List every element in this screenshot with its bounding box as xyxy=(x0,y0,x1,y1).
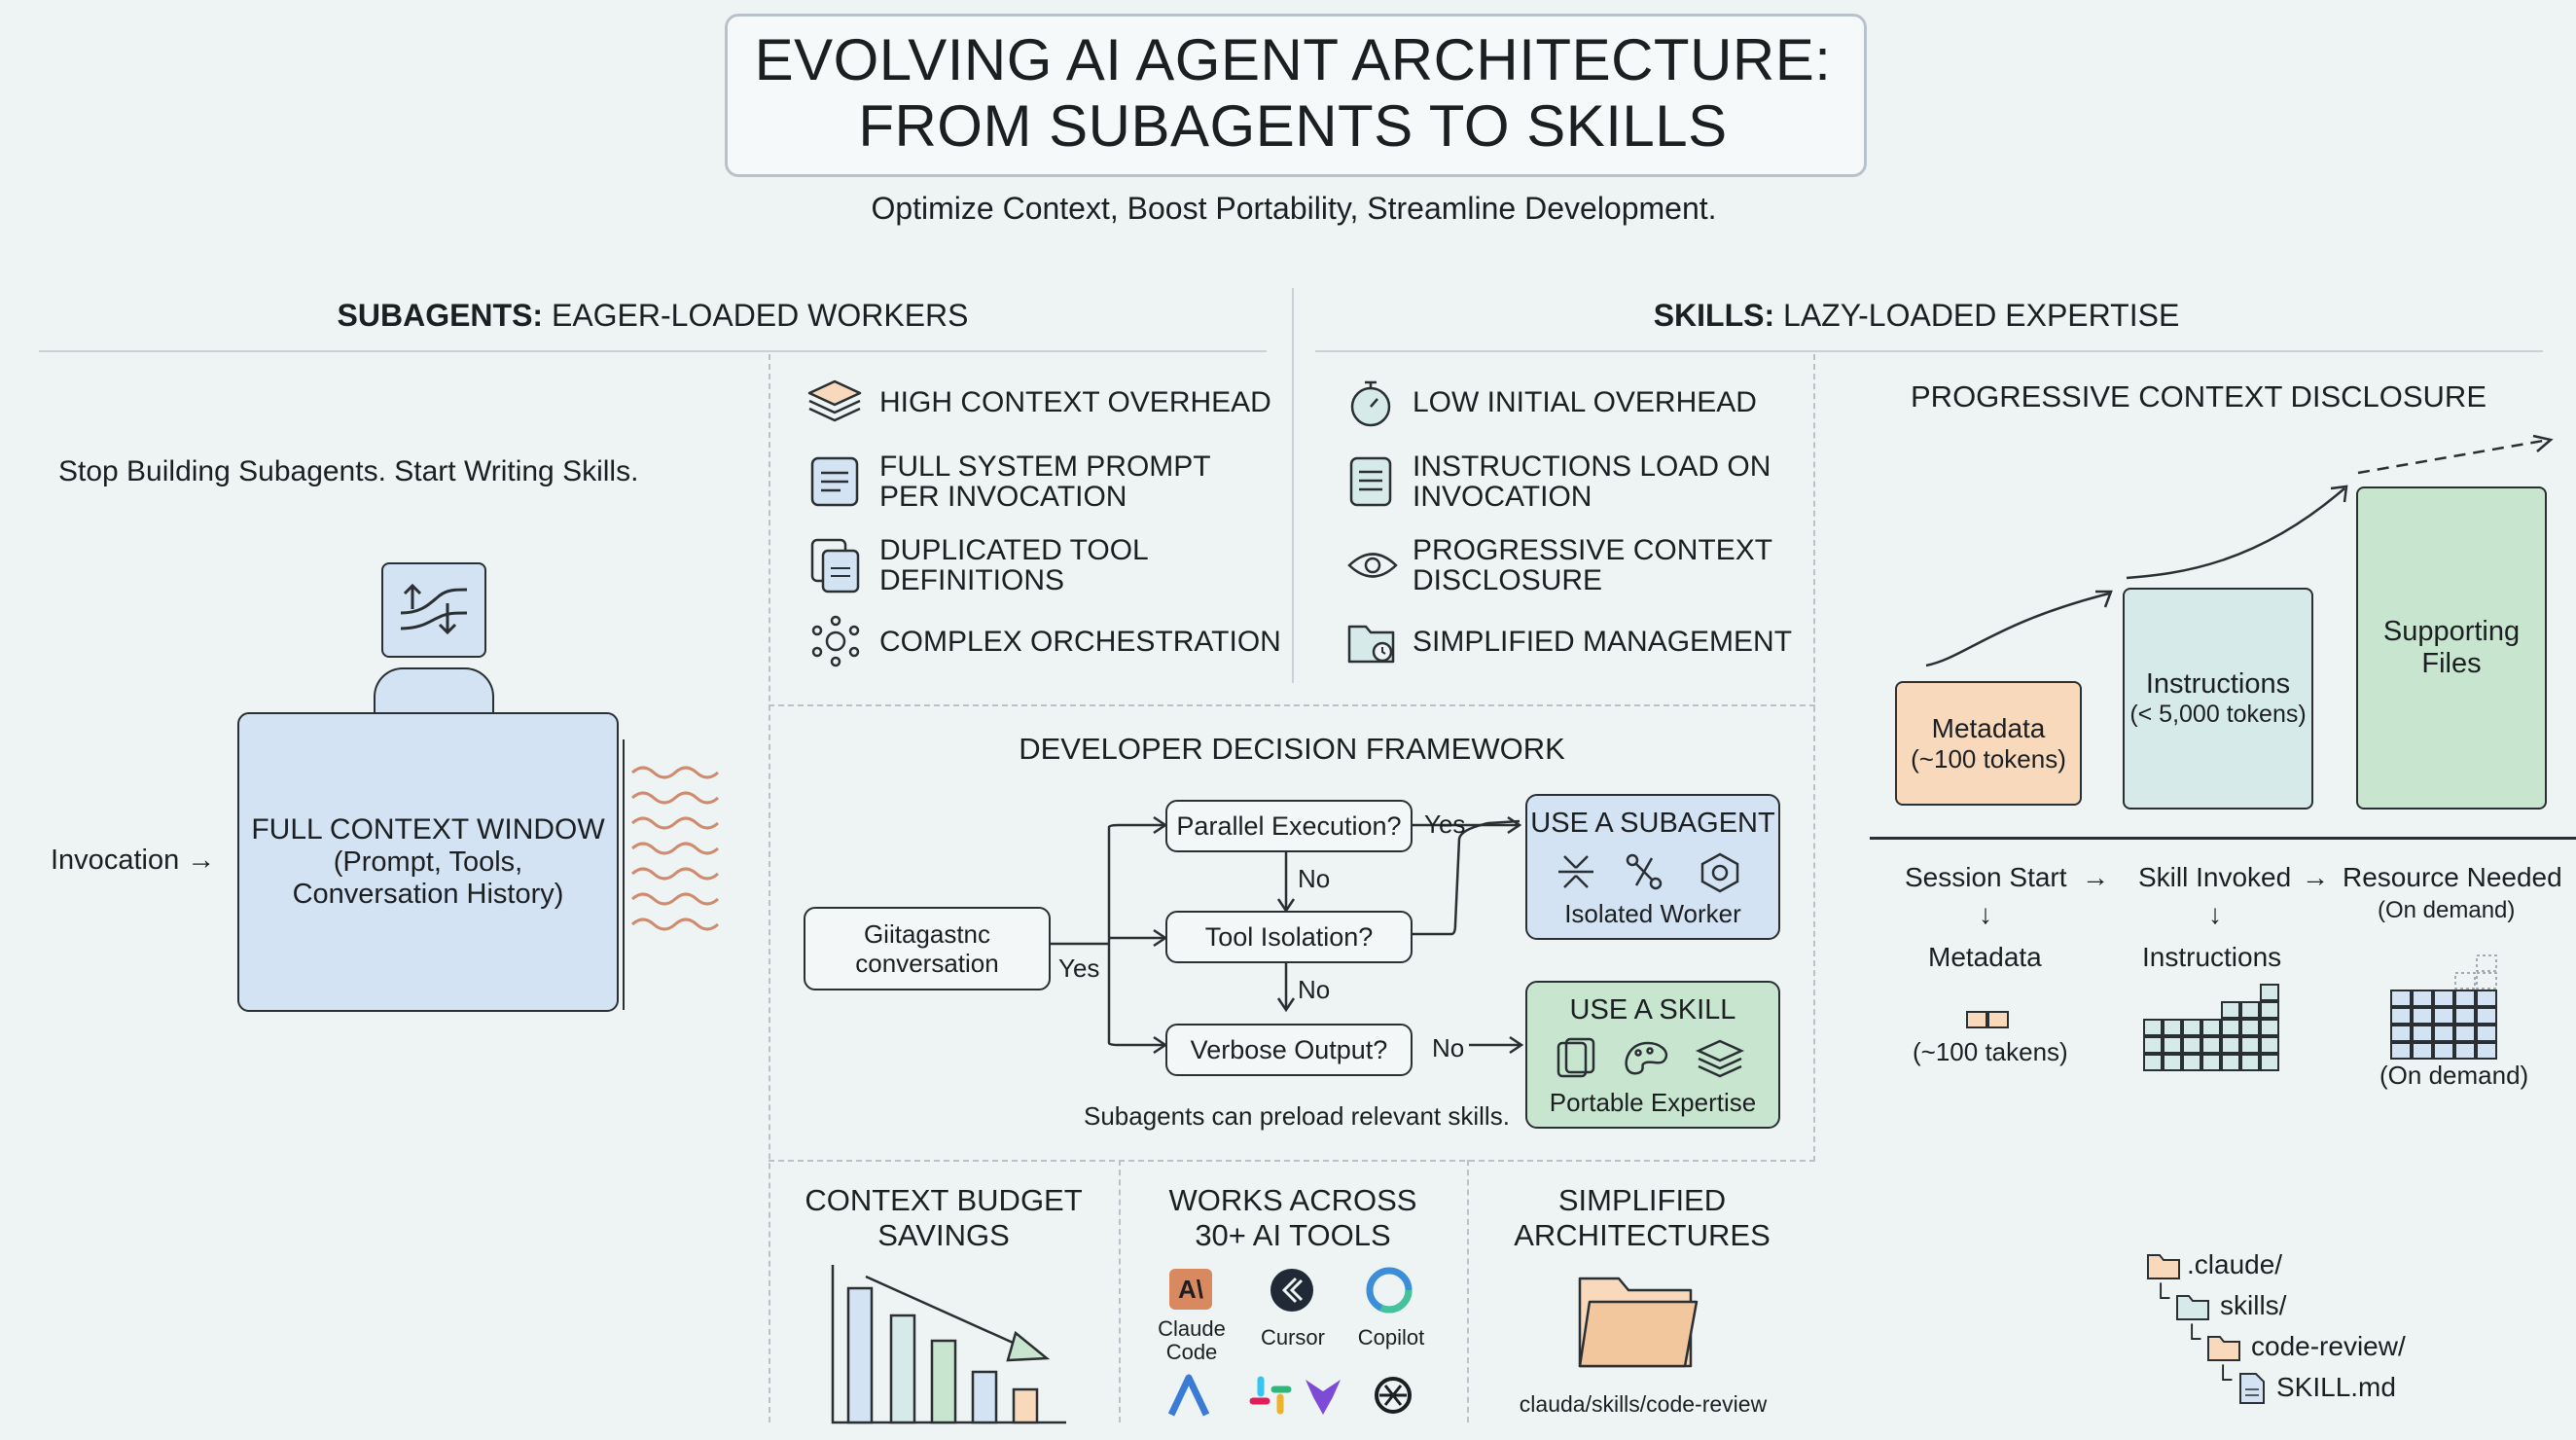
pro-item: LOW INITIAL OVERHEAD xyxy=(1413,386,1757,418)
stopwatch-icon xyxy=(1350,380,1391,427)
cursor-logo xyxy=(1270,1269,1313,1312)
flow-connectors xyxy=(1051,815,1524,1055)
network-icon xyxy=(811,615,860,667)
down-arrow: ↓ xyxy=(2208,899,2222,929)
subagents-tagline: Stop Building Subagents. Start Writing S… xyxy=(58,455,639,487)
instructions-label: Instructions xyxy=(2142,942,2282,972)
context-edge xyxy=(623,739,625,1010)
instructions-box: Instructions (< 5,000 tokens) xyxy=(2123,588,2313,810)
folder-clock-icon xyxy=(1347,625,1395,664)
metadata-label: Metadata xyxy=(1928,942,2042,972)
on-demand-label: (On demand) xyxy=(2378,897,2516,923)
timeline-axis xyxy=(1870,837,2576,840)
pro-item: PROGRESSIVE CONTEXT DISCLOSURE xyxy=(1413,534,1772,596)
pro-item: SIMPLIFIED MANAGEMENT xyxy=(1413,626,1793,658)
verbose-wave-icon xyxy=(630,766,720,931)
metadata-tokens-label: (~100 takens) xyxy=(1913,1037,2068,1066)
folder-icon xyxy=(1578,1277,1699,1368)
duplicate-icon xyxy=(810,538,860,594)
claude-code-logo: A\ xyxy=(1169,1269,1212,1310)
skill-invoked-label: Skill Invoked xyxy=(2138,862,2292,892)
tree-item: code-review/ xyxy=(2251,1331,2406,1361)
document-icon xyxy=(1349,456,1392,507)
budget-savings-chart xyxy=(831,1265,1066,1424)
con-item: DUPLICATED TOOL DEFINITIONS xyxy=(879,534,1148,596)
folder-icon xyxy=(2207,1336,2240,1361)
timeline-arrow: → xyxy=(2302,862,2329,892)
no-label: No xyxy=(1298,864,1331,893)
tool-label: Claude Code xyxy=(1158,1316,1226,1364)
no-label: No xyxy=(1298,975,1331,1004)
down-arrow: ↓ xyxy=(1979,899,1992,929)
dashed-divider xyxy=(769,704,1815,706)
con-item: HIGH CONTEXT OVERHEAD xyxy=(879,386,1271,418)
tree-branch: └ xyxy=(2183,1323,2201,1352)
progressive-title: PROGRESSIVE CONTEXT DISCLOSURE xyxy=(1911,379,2487,414)
supporting-files-box: Supporting Files xyxy=(2356,486,2547,810)
dashed-divider xyxy=(1467,1160,1469,1422)
framework-title: DEVELOPER DECISION FRAMEWORK xyxy=(1019,732,1565,766)
tree-item: .claude/ xyxy=(2187,1249,2283,1279)
tool-label: Cursor xyxy=(1260,1325,1325,1350)
full-context-window: FULL CONTEXT WINDOW (Prompt, Tools, Conv… xyxy=(237,712,619,1012)
instruction-blocks xyxy=(2143,984,2279,1071)
metadata-blocks xyxy=(1966,1011,2009,1028)
invocation-label: Invocation → xyxy=(51,845,216,876)
skill-icons xyxy=(1556,1037,1745,1078)
tools-title: WORKS ACROSS 30+ AI TOOLS xyxy=(1168,1183,1417,1252)
dashed-divider xyxy=(769,1160,1815,1162)
tree-branch: └ xyxy=(2152,1282,2170,1312)
use-subagent-box: USE A SUBAGENT Isolated Worker xyxy=(1525,794,1780,940)
dashed-divider xyxy=(769,354,770,1422)
eye-icon xyxy=(1347,553,1398,578)
architectures-title: SIMPLIFIED ARCHITECTURES xyxy=(1514,1183,1771,1252)
pro-item: INSTRUCTIONS LOAD ON INVOCATION xyxy=(1413,450,1771,513)
layers-icon xyxy=(807,379,862,422)
skills-path: clauda/skills/code-review xyxy=(1519,1391,1768,1417)
copilot-logo xyxy=(1366,1267,1413,1314)
agent-neck xyxy=(374,667,494,718)
use-skill-box: USE A SKILL Portable Expertise xyxy=(1525,981,1780,1129)
yes-label: Yes xyxy=(1058,954,1100,983)
divider xyxy=(39,350,1267,352)
on-demand-label: (On demand) xyxy=(2379,1061,2529,1090)
tool-label: Copilot xyxy=(1357,1325,1425,1350)
page-subtitle: Optimize Context, Boost Portability, Str… xyxy=(871,191,1717,226)
dashed-divider xyxy=(1813,354,1815,1162)
framework-note: Subagents can preload relevant skills. xyxy=(1084,1101,1510,1131)
metadata-box: Metadata (~100 tokens) xyxy=(1895,681,2082,806)
skills-heading: SKILLS: LAZY-LOADED EXPERTISE xyxy=(1653,298,2180,333)
agent-head xyxy=(381,562,486,658)
tree-branch: └ xyxy=(2214,1364,2233,1393)
verbose-output-node: Verbose Output? xyxy=(1165,1024,1413,1076)
resource-needed-label: Resource Needed xyxy=(2343,862,2562,892)
yes-label: Yes xyxy=(1424,810,1466,839)
document-icon xyxy=(810,456,859,507)
more-tools-logos xyxy=(1167,1374,1412,1417)
folder-icon xyxy=(2176,1295,2209,1320)
timeline-arrow: → xyxy=(2082,862,2109,892)
tool-isolation-node: Tool Isolation? xyxy=(1165,911,1413,963)
page-title: EVOLVING AI AGENT ARCHITECTURE: FROM SUB… xyxy=(754,27,1832,159)
dashed-divider xyxy=(1119,1160,1121,1422)
no-label: No xyxy=(1432,1033,1465,1062)
con-item: COMPLEX ORCHESTRATION xyxy=(879,626,1281,658)
session-start-label: Session Start xyxy=(1905,862,2067,892)
parallel-execution-node: Parallel Execution? xyxy=(1165,800,1413,852)
tree-item: SKILL.md xyxy=(2276,1372,2396,1402)
title-frame xyxy=(725,14,1867,177)
divider xyxy=(1315,350,2543,352)
resource-blocks xyxy=(2390,954,2497,1060)
con-item: FULL SYSTEM PROMPT PER INVOCATION xyxy=(879,450,1211,513)
swap-arrows-icon xyxy=(400,583,468,635)
tree-item: skills/ xyxy=(2220,1290,2287,1320)
subagent-tool-icons xyxy=(1558,852,1739,893)
budget-title: CONTEXT BUDGET SAVINGS xyxy=(805,1183,1083,1252)
file-icon xyxy=(2239,1373,2265,1404)
column-divider xyxy=(1292,288,1294,683)
subagents-heading: SUBAGENTS: EAGER-LOADED WORKERS xyxy=(337,298,969,333)
folder-icon xyxy=(2147,1254,2180,1279)
growth-curve-arrows xyxy=(1925,434,2554,667)
flow-start-node: Giitagastnc conversation xyxy=(804,907,1051,990)
